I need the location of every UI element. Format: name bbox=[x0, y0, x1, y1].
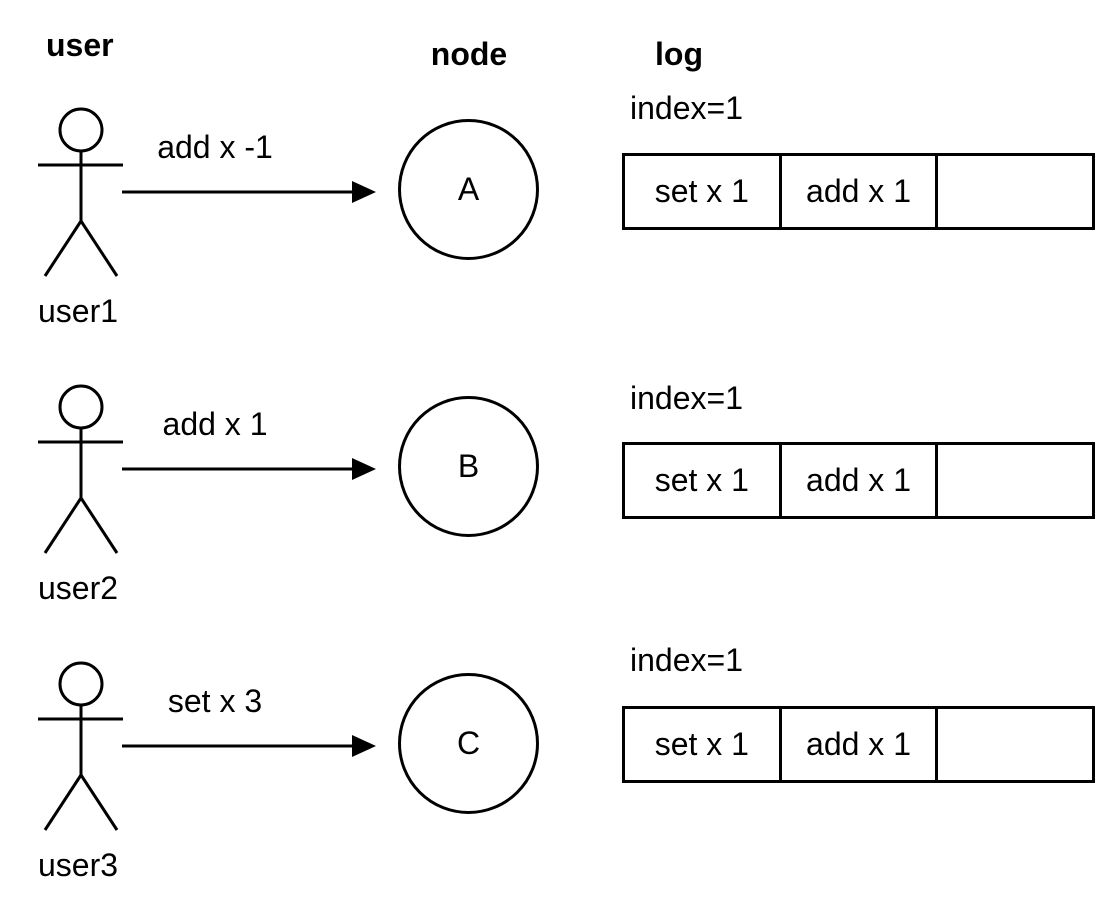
log-cell: set x 1 bbox=[654, 462, 749, 498]
column-header-node: node bbox=[430, 36, 508, 72]
user-name-label: user1 bbox=[38, 293, 119, 329]
log-table: set x 1 add x 1 bbox=[622, 442, 1095, 519]
log-table: set x 1 add x 1 bbox=[622, 153, 1095, 230]
user-name-label: user3 bbox=[38, 847, 119, 883]
log-cell bbox=[935, 156, 1092, 227]
node-label: A bbox=[457, 171, 480, 207]
node-circle: B bbox=[398, 396, 539, 537]
user-name-label: user2 bbox=[38, 570, 119, 606]
log-cell bbox=[935, 709, 1092, 780]
message-arrow-icon bbox=[122, 181, 376, 203]
stick-figure-icon bbox=[38, 661, 123, 831]
stick-figure-icon bbox=[38, 384, 123, 554]
node-circle: A bbox=[398, 119, 539, 260]
log-cell: set x 1 bbox=[654, 726, 749, 762]
log-cell: set x 1 bbox=[654, 173, 749, 209]
message-label: add x 1 bbox=[162, 406, 268, 442]
message-label: set x 3 bbox=[167, 683, 263, 719]
log-index-label: index=1 bbox=[630, 642, 743, 678]
log-index-label: index=1 bbox=[630, 90, 743, 126]
log-table: set x 1 add x 1 bbox=[622, 706, 1095, 783]
log-index-label: index=1 bbox=[630, 380, 743, 416]
column-header-user: user bbox=[46, 27, 114, 63]
node-circle: C bbox=[398, 673, 539, 814]
node-label: B bbox=[457, 448, 480, 484]
column-header-log: log bbox=[655, 36, 703, 72]
message-arrow-icon bbox=[122, 735, 376, 757]
log-cell: add x 1 bbox=[778, 709, 936, 780]
stick-figure-icon bbox=[38, 107, 123, 277]
log-cell: add x 1 bbox=[778, 445, 936, 516]
node-label: C bbox=[456, 725, 481, 761]
log-cell bbox=[935, 445, 1092, 516]
message-arrow-icon bbox=[122, 458, 376, 480]
message-label: add x -1 bbox=[157, 129, 273, 165]
log-cell: add x 1 bbox=[778, 156, 936, 227]
